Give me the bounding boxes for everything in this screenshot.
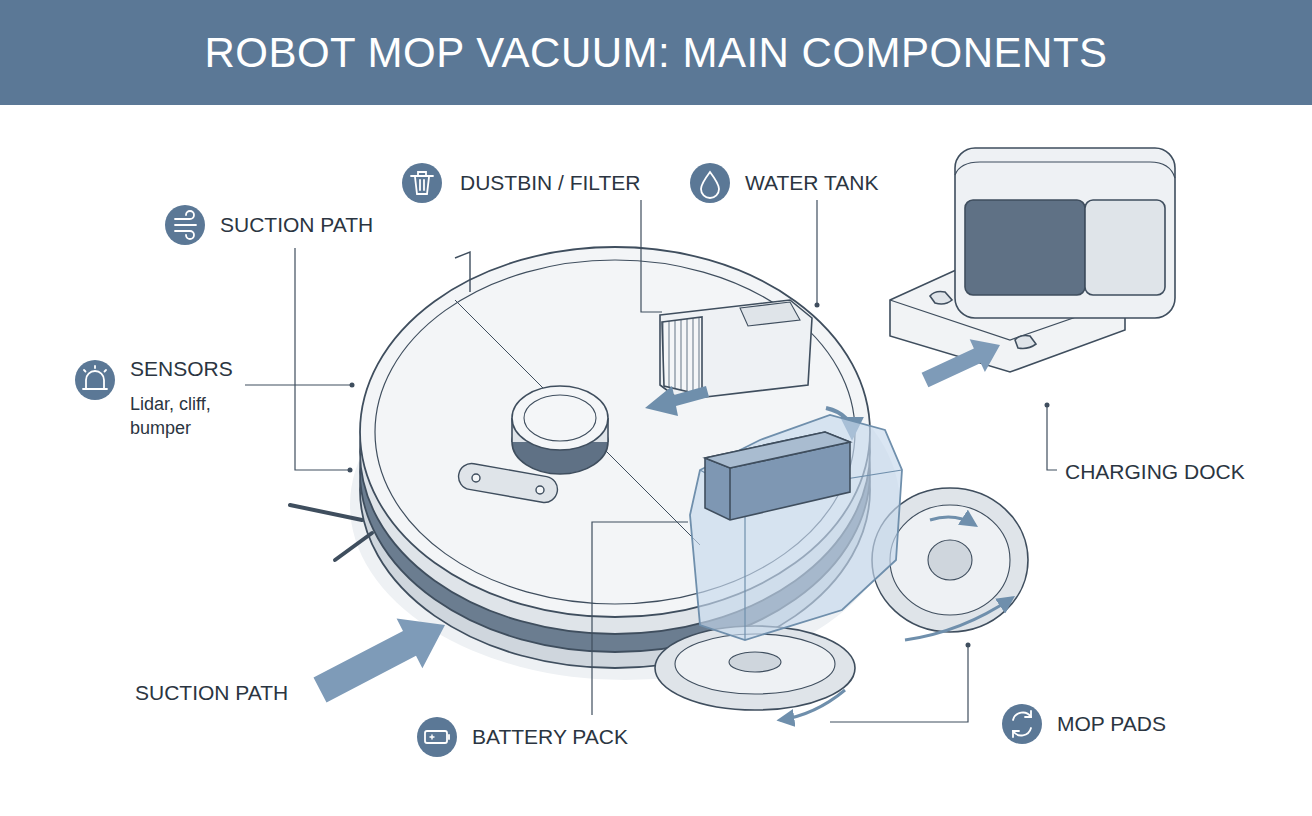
icon-glyph: [423, 180, 425, 190]
lidar-turret: [512, 386, 608, 474]
label-icon: [75, 360, 115, 400]
removal-arrow: [645, 386, 709, 416]
component-label: SUCTION PATH: [220, 212, 440, 238]
leader-dot: [350, 383, 355, 388]
icon-glyph: [1013, 731, 1019, 737]
icon-glyph: [175, 224, 196, 226]
battery-pack: [705, 432, 850, 520]
leader-line: [641, 200, 662, 312]
icon-glyph: [415, 177, 429, 194]
leader-dot: [966, 643, 971, 648]
icon-glyph: [448, 735, 450, 739]
charging-dock: [890, 148, 1175, 372]
dustbin-filter: [662, 317, 702, 395]
battery-pack: [729, 468, 731, 520]
dustbin-filter: [740, 302, 800, 326]
icon-glyph: [418, 172, 426, 176]
robot-body: [455, 252, 470, 292]
suction-arrow: [314, 619, 446, 703]
control-button: [472, 474, 480, 482]
charging-dock: [955, 148, 1175, 318]
mop-pad: [675, 634, 835, 694]
component-label: SENSORS: [130, 356, 330, 382]
sensor-types: Lidar, cliff, bumper: [130, 392, 248, 440]
label-icon: [1002, 704, 1042, 744]
rotation-arrow: [930, 517, 975, 525]
icon-glyph: [425, 731, 447, 743]
leader-line: [245, 384, 352, 385]
diagram-title: ROBOT MOP VACUUM: MAIN COMPONENTS: [0, 0, 1312, 105]
title-band: [0, 0, 1312, 105]
control-button: [457, 462, 560, 505]
battery-pack: [705, 432, 850, 468]
leader-line: [816, 200, 817, 305]
rotation-arrow: [780, 517, 1012, 720]
flow-arrow: [922, 339, 1000, 387]
control-button: [457, 462, 560, 505]
icon-glyph: [105, 370, 107, 372]
leader-line: [245, 200, 1057, 722]
label-icon: [75, 163, 1042, 757]
component-label: WATER TANK: [745, 170, 965, 196]
icon-glyph: [175, 231, 194, 239]
icon-glyph: [83, 388, 107, 390]
icon-glyph: [86, 371, 104, 388]
charging-dock: [965, 200, 1085, 295]
icon-glyph: [411, 175, 433, 177]
leader-line: [592, 522, 688, 715]
icon-glyph: [430, 735, 434, 739]
leader-line: [295, 248, 350, 470]
mop-pad: [655, 626, 855, 710]
water-tank: [690, 415, 902, 640]
leader-line: [1047, 405, 1057, 470]
icon-glyph: [419, 180, 421, 190]
side-brush: [290, 505, 362, 520]
label-icon: [402, 163, 442, 203]
component-label: MOP PADS: [1057, 711, 1277, 737]
component-label: DUSTBIN / FILTER: [460, 170, 720, 196]
lidar-turret: [512, 386, 608, 450]
label-icon: [690, 163, 730, 203]
leader-dot: [815, 303, 820, 308]
charging-dock: [1085, 200, 1165, 295]
charging-dock: [955, 162, 1175, 178]
charging-dock: [930, 292, 952, 305]
leader-line: [830, 645, 968, 722]
component-label: BATTERY PACK: [472, 724, 692, 750]
rotation-arrow: [905, 598, 1012, 640]
leader-dot: [348, 468, 353, 473]
mop-pad: [655, 626, 855, 710]
battery-pack: [705, 432, 850, 520]
control-button: [536, 486, 544, 494]
component-label: SUCTION PATH: [135, 680, 355, 706]
dustbin-filter: [660, 300, 812, 400]
icon-glyph: [175, 211, 194, 219]
label-icon: [165, 205, 205, 245]
leader-dot: [1045, 403, 1050, 408]
mop-pad: [890, 505, 1010, 615]
leader-dot: [348, 303, 1050, 648]
side-brush: [290, 505, 372, 560]
icon-glyph: [1025, 711, 1031, 717]
water-tank: [690, 415, 902, 640]
label-icon: [417, 717, 457, 757]
charging-dock: [1015, 336, 1036, 349]
icon-glyph: [84, 370, 86, 372]
icon-glyph: [83, 172, 1031, 743]
mop-pad: [729, 652, 781, 672]
icon-glyph: [701, 172, 719, 198]
lidar-turret: [524, 395, 596, 441]
side-brush: [335, 533, 372, 560]
icon-glyph: [94, 366, 96, 368]
mop-pad: [928, 540, 972, 580]
dustbin-filter: [660, 300, 812, 400]
component-label: CHARGING DOCK: [1065, 459, 1295, 485]
rotation-arrow: [780, 690, 845, 720]
